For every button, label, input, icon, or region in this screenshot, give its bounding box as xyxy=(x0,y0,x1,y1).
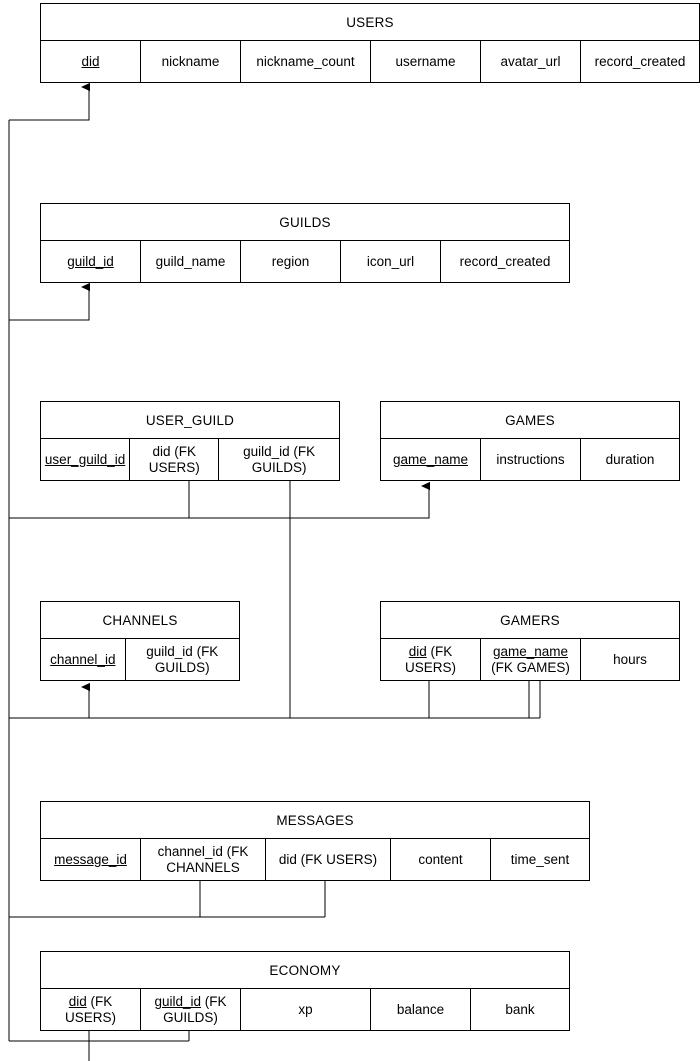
attribute-economy-balance[interactable]: balance xyxy=(371,989,471,1030)
connector-to-guilds-guild-id xyxy=(9,282,90,321)
attribute-row-gamers: did (FK USERS) game_name (FK GAMES) hour… xyxy=(381,639,679,680)
attribute-row-user-guild: user_guild_id did (FK USERS) guild_id (F… xyxy=(41,439,339,480)
entity-games[interactable]: GAMES game_name instructions duration xyxy=(380,401,680,481)
attribute-messages-did[interactable]: did (FK USERS) xyxy=(266,839,391,880)
attribute-economy-bank[interactable]: bank xyxy=(505,1001,535,1017)
attribute-games-game-name[interactable]: game_name xyxy=(381,439,481,480)
attribute-economy-did[interactable]: did (FK USERS) xyxy=(41,989,141,1030)
attribute-economy-xp[interactable]: xp xyxy=(241,989,371,1030)
attribute-messages-time-sent[interactable]: time_sent xyxy=(510,851,570,867)
attribute-users-did[interactable]: did xyxy=(41,41,141,82)
entity-title-channels: CHANNELS xyxy=(41,602,239,639)
attribute-row-guilds: guild_id guild_name region icon_url reco… xyxy=(41,241,569,282)
attribute-users-username[interactable]: username xyxy=(371,41,481,82)
attribute-row-messages: message_id channel_id (FK CHANNELS did (… xyxy=(41,839,589,880)
attribute-row-channels: channel_id guild_id (FK GUILDS) xyxy=(41,639,239,680)
entity-user-guild[interactable]: USER_GUILD user_guild_id did (FK USERS) … xyxy=(40,401,340,481)
connector-to-games-game-name xyxy=(9,481,430,519)
entity-title-games: GAMES xyxy=(381,402,679,439)
entity-title-user-guild: USER_GUILD xyxy=(41,402,339,439)
attribute-messages-content[interactable]: content xyxy=(391,839,491,880)
entity-title-guilds: GUILDS xyxy=(41,204,569,241)
attribute-guilds-guild-id[interactable]: guild_id xyxy=(41,241,141,282)
entity-title-economy: ECONOMY xyxy=(41,952,569,989)
attribute-user-guild-guild-id[interactable]: guild_id (FK GUILDS) xyxy=(243,444,316,475)
entity-channels[interactable]: CHANNELS channel_id guild_id (FK GUILDS) xyxy=(40,601,240,681)
attribute-messages-channel-id[interactable]: channel_id (FK CHANNELS xyxy=(141,839,266,880)
attribute-gamers-hours[interactable]: hours xyxy=(613,651,647,667)
entity-guilds[interactable]: GUILDS guild_id guild_name region icon_u… xyxy=(40,203,570,283)
connector-to-users-did xyxy=(9,82,90,121)
connector-to-channels-channel-id xyxy=(9,682,90,719)
attribute-channels-channel-id[interactable]: channel_id xyxy=(41,639,126,680)
entity-title-users: USERS xyxy=(41,4,699,41)
entity-title-messages: MESSAGES xyxy=(41,802,589,839)
attribute-users-nickname[interactable]: nickname xyxy=(141,41,241,82)
attribute-user-guild-user-guild-id[interactable]: user_guild_id xyxy=(41,439,131,480)
attribute-channels-guild-id[interactable]: guild_id (FK GUILDS) xyxy=(146,644,219,675)
entity-messages[interactable]: MESSAGES message_id channel_id (FK CHANN… xyxy=(40,801,590,881)
attribute-user-guild-did[interactable]: did (FK USERS) xyxy=(130,439,220,480)
attribute-gamers-did[interactable]: did (FK USERS) xyxy=(381,639,481,680)
attribute-messages-message-id[interactable]: message_id xyxy=(41,839,141,880)
attribute-games-instructions[interactable]: instructions xyxy=(481,439,581,480)
attribute-economy-guild-id[interactable]: guild_id (FK GUILDS) xyxy=(141,989,241,1030)
attribute-games-duration[interactable]: duration xyxy=(605,451,655,467)
attribute-row-games: game_name instructions duration xyxy=(381,439,679,480)
entity-economy[interactable]: ECONOMY did (FK USERS) guild_id (FK GUIL… xyxy=(40,951,570,1031)
attribute-users-record-created[interactable]: record_created xyxy=(594,53,686,69)
attribute-gamers-game-name[interactable]: game_name (FK GAMES) xyxy=(481,639,581,680)
attribute-guilds-icon-url[interactable]: icon_url xyxy=(341,241,441,282)
attribute-users-avatar-url[interactable]: avatar_url xyxy=(481,41,581,82)
attribute-row-economy: did (FK USERS) guild_id (FK GUILDS) xp b… xyxy=(41,989,569,1030)
entity-gamers[interactable]: GAMERS did (FK USERS) game_name (FK GAME… xyxy=(380,601,680,681)
entity-title-gamers: GAMERS xyxy=(381,602,679,639)
attribute-users-nickname-count[interactable]: nickname_count xyxy=(241,41,371,82)
attribute-row-users: did nickname nickname_count username ava… xyxy=(41,41,699,82)
attribute-guilds-record-created[interactable]: record_created xyxy=(459,253,551,269)
entity-users[interactable]: USERS did nickname nickname_count userna… xyxy=(40,3,700,83)
attribute-guilds-guild-name[interactable]: guild_name xyxy=(141,241,241,282)
attribute-guilds-region[interactable]: region xyxy=(241,241,341,282)
